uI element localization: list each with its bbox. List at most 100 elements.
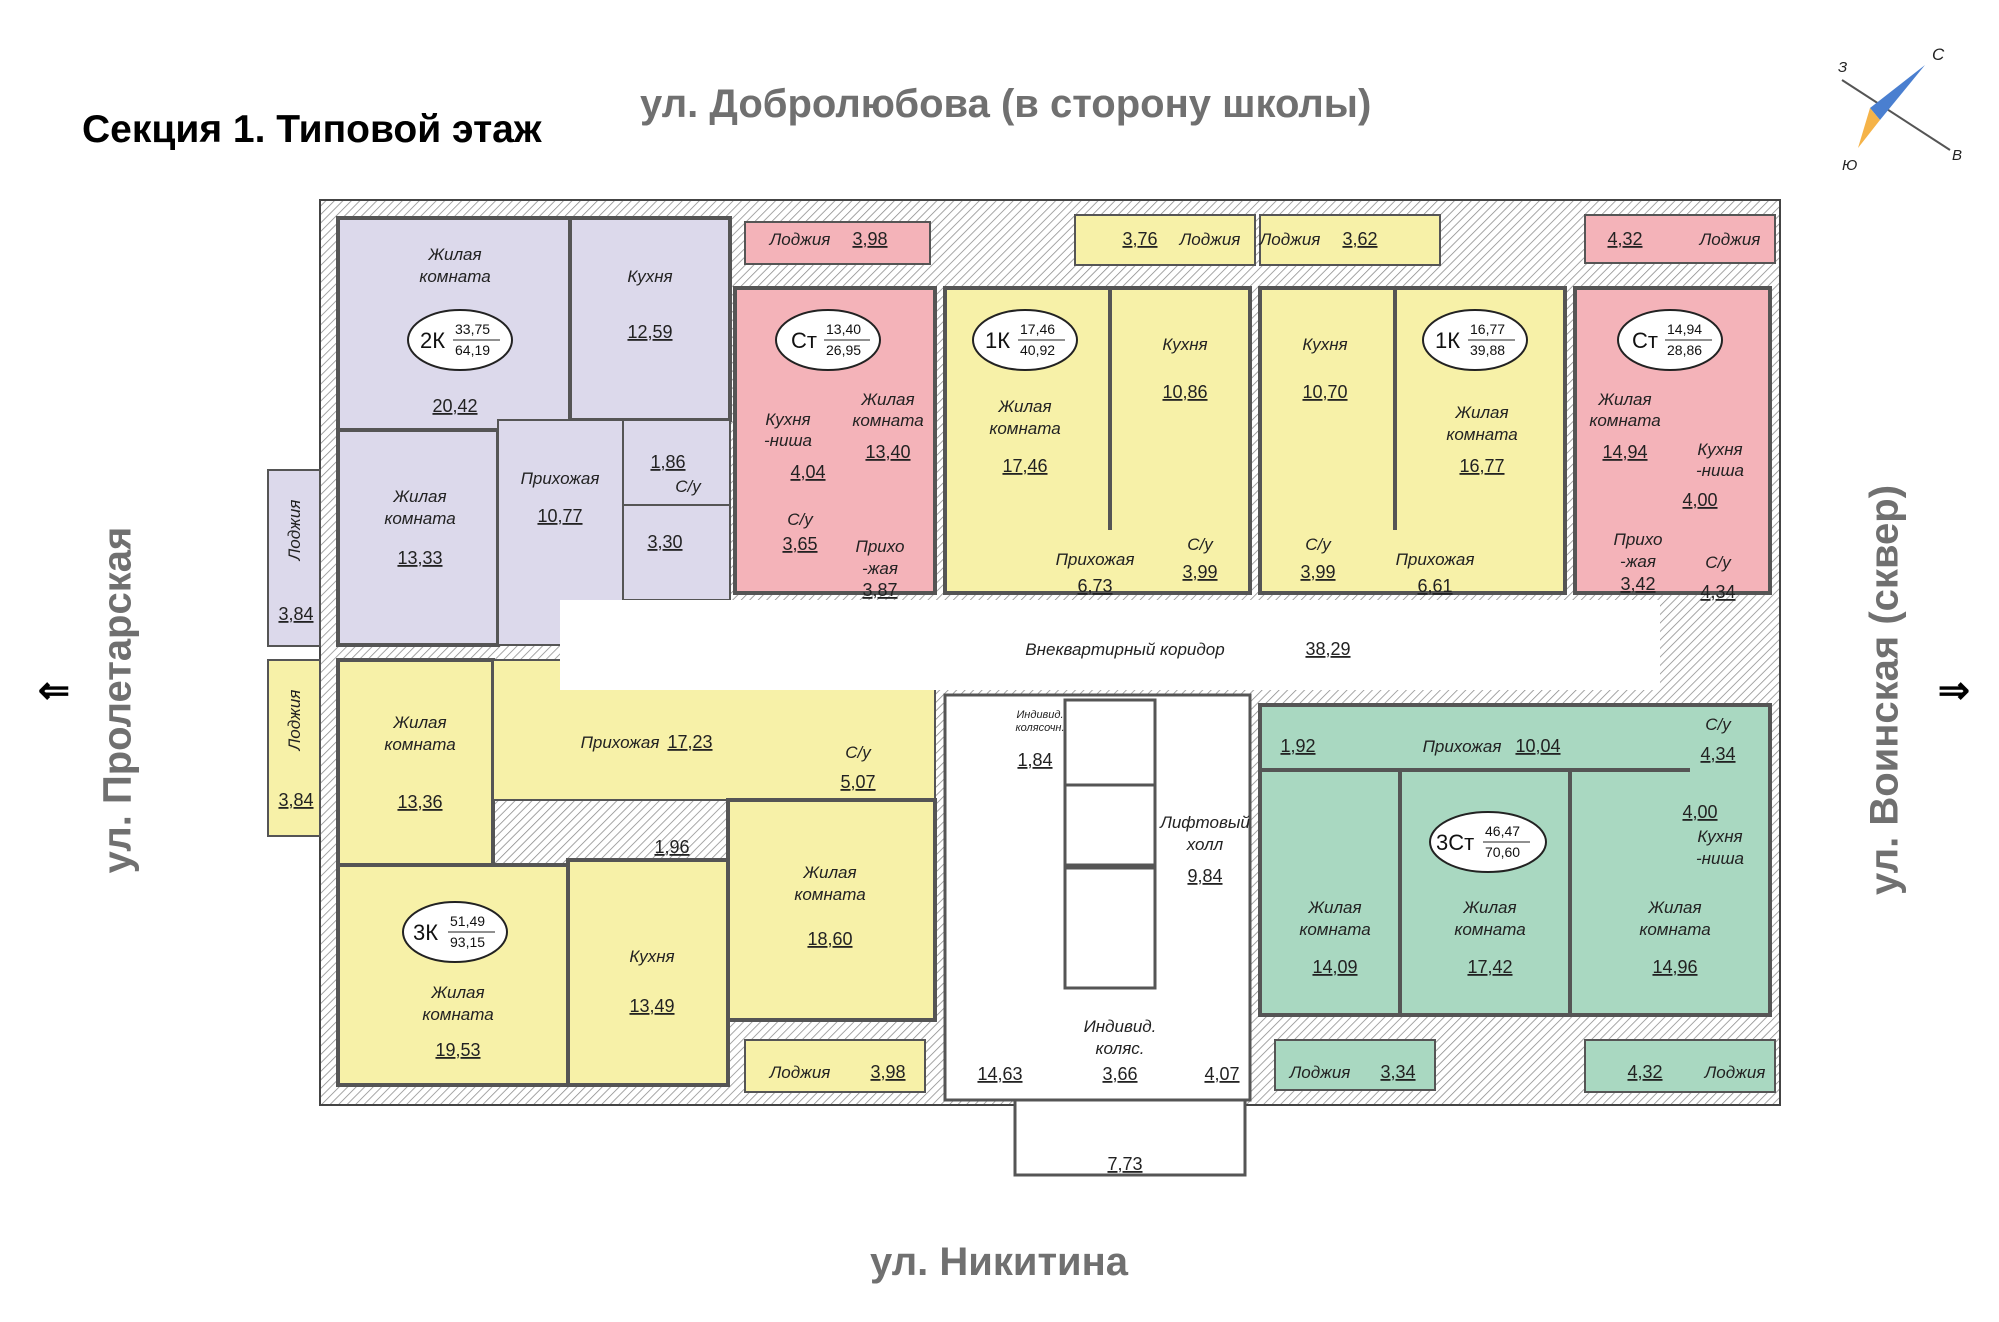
svg-text:16,77: 16,77 [1459,456,1504,476]
svg-text:Прихожая: Прихожая [521,469,600,488]
svg-text:3,76: 3,76 [1122,229,1157,249]
svg-text:38,29: 38,29 [1305,639,1350,659]
svg-text:12,59: 12,59 [627,322,672,342]
svg-text:Прихожая: Прихожая [581,733,660,752]
svg-text:Кухня: Кухня [1302,335,1347,354]
svg-text:Жилая: Жилая [1462,898,1516,917]
svg-text:Прихожая: Прихожая [1396,550,1475,569]
svg-text:Жилая: Жилая [997,397,1051,416]
svg-text:Прихо: Прихо [856,537,905,556]
svg-text:коляс.: коляс. [1096,1039,1145,1058]
svg-text:комната: комната [1589,411,1660,430]
badge-3st: 3Ст 46,47 70,60 [1429,811,1547,873]
svg-text:3,87: 3,87 [862,580,897,600]
svg-text:20,42: 20,42 [432,396,477,416]
svg-text:Жилая: Жилая [1454,403,1508,422]
compass-w: З [1838,59,1847,76]
arrow-left-icon: ⇐ [38,670,70,712]
svg-text:5,07: 5,07 [840,772,875,792]
svg-text:70,60: 70,60 [1485,844,1520,860]
svg-text:3,99: 3,99 [1182,562,1217,582]
svg-text:-ниша: -ниша [764,431,812,450]
compass-s: Ю [1842,157,1857,174]
svg-text:Лоджия: Лоджия [1289,1063,1351,1082]
svg-text:Лоджия: Лоджия [769,230,831,249]
svg-text:3,84: 3,84 [278,790,313,810]
svg-text:Лоджия: Лоджия [1704,1063,1766,1082]
svg-text:10,77: 10,77 [537,506,582,526]
svg-text:4,32: 4,32 [1627,1062,1662,1082]
svg-text:комната: комната [852,411,923,430]
svg-text:13,33: 13,33 [397,548,442,568]
svg-text:1,92: 1,92 [1280,736,1315,756]
svg-text:1,84: 1,84 [1017,750,1052,770]
svg-text:4,00: 4,00 [1682,490,1717,510]
svg-text:Жилая: Жилая [392,713,446,732]
svg-text:10,86: 10,86 [1162,382,1207,402]
badge-2k: 2К 33,75 64,19 [407,309,513,371]
svg-text:26,95: 26,95 [826,342,861,358]
svg-text:Кухня: Кухня [1162,335,1207,354]
page-title: Секция 1. Типовой этаж [82,108,542,151]
common-area [560,600,1660,1177]
svg-text:14,94: 14,94 [1602,442,1647,462]
svg-text:3,62: 3,62 [1342,229,1377,249]
svg-text:холл: холл [1186,835,1224,854]
svg-text:33,75: 33,75 [455,321,490,337]
svg-text:3Ст: 3Ст [1436,830,1474,855]
svg-text:3,42: 3,42 [1620,574,1655,594]
svg-text:Индивид.: Индивид. [1016,709,1063,721]
svg-text:Лоджия: Лоджия [1179,230,1241,249]
svg-text:46,47: 46,47 [1485,823,1520,839]
svg-text:комната: комната [422,1005,493,1024]
svg-text:13,36: 13,36 [397,792,442,812]
svg-text:19,53: 19,53 [435,1040,480,1060]
svg-text:Лоджия: Лоджия [285,690,304,752]
compass-n: С [1932,45,1945,64]
svg-text:7,73: 7,73 [1107,1154,1142,1174]
svg-text:6,73: 6,73 [1077,576,1112,596]
svg-text:4,04: 4,04 [790,462,825,482]
svg-text:С/у: С/у [675,477,702,496]
svg-text:3К: 3К [413,920,438,945]
street-top: ул. Добролюбова (в сторону школы) [640,82,1372,126]
svg-text:2К: 2К [420,328,445,353]
svg-text:93,15: 93,15 [450,934,485,950]
svg-text:16,77: 16,77 [1470,321,1505,337]
svg-text:С/у: С/у [787,510,814,529]
svg-text:комната: комната [419,267,490,286]
arrow-right-icon: ⇒ [1938,670,1970,712]
svg-text:-жая: -жая [862,559,898,578]
svg-text:Лоджия: Лоджия [285,500,304,562]
svg-text:комната: комната [1299,920,1370,939]
svg-text:Жилая: Жилая [860,390,914,409]
svg-text:Индивид.: Индивид. [1084,1017,1157,1036]
svg-text:комната: комната [1446,425,1517,444]
svg-text:Кухня: Кухня [627,267,672,286]
svg-text:17,42: 17,42 [1467,957,1512,977]
svg-text:10,70: 10,70 [1302,382,1347,402]
svg-text:9,84: 9,84 [1187,866,1222,886]
apartment-st-right [1573,214,1776,595]
svg-text:Кухня: Кухня [1697,827,1742,846]
svg-text:3,34: 3,34 [1380,1062,1415,1082]
svg-text:Жилая: Жилая [427,245,481,264]
svg-text:С/у: С/у [1705,553,1732,572]
svg-text:-жая: -жая [1620,552,1656,571]
svg-text:6,61: 6,61 [1417,576,1452,596]
svg-text:13,49: 13,49 [629,996,674,1016]
svg-text:14,63: 14,63 [977,1064,1022,1084]
svg-text:17,46: 17,46 [1020,321,1055,337]
compass-e: В [1952,147,1962,164]
svg-text:3,66: 3,66 [1102,1064,1137,1084]
compass-icon: З С Ю В [1838,45,1962,174]
svg-text:4,32: 4,32 [1607,229,1642,249]
svg-text:комната: комната [1639,920,1710,939]
svg-text:4,00: 4,00 [1682,802,1717,822]
svg-text:1,96: 1,96 [654,837,689,857]
svg-text:Жилая: Жилая [1597,390,1651,409]
svg-text:Внеквартирный коридор: Внеквартирный коридор [1025,640,1224,659]
svg-text:3,65: 3,65 [782,534,817,554]
svg-text:3,99: 3,99 [1300,562,1335,582]
